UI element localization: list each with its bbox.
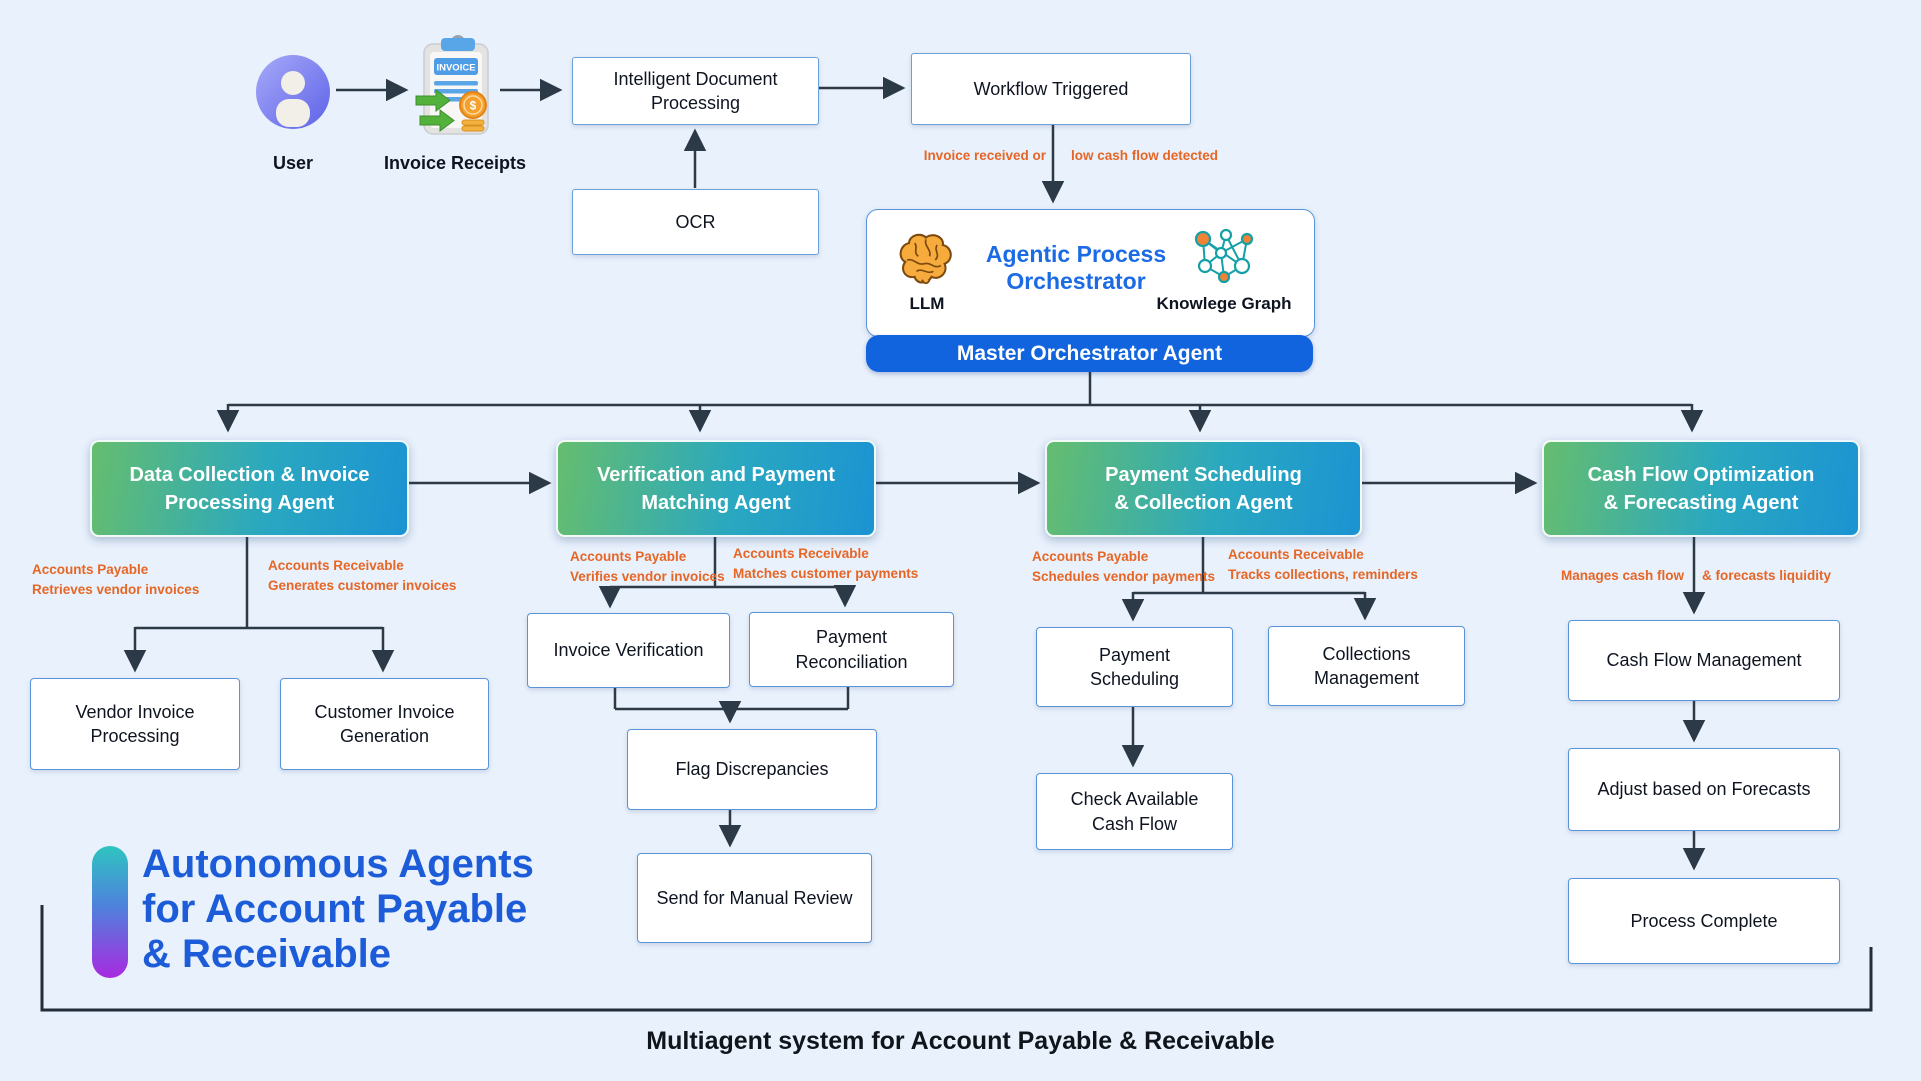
note-ar-generates: Accounts Receivable Generates customer i… bbox=[268, 558, 457, 593]
node-process-complete: Process Complete bbox=[1568, 878, 1840, 964]
node-cash-flow-management: Cash Flow Management bbox=[1568, 620, 1840, 701]
node-invoice-verification: Invoice Verification bbox=[527, 613, 730, 688]
llm-label: LLM bbox=[909, 294, 945, 313]
user-icon bbox=[255, 54, 331, 130]
diagram-caption: Multiagent system for Account Payable & … bbox=[646, 1027, 1275, 1055]
node-intelligent-document-processing: Intelligent Document Processing bbox=[572, 57, 819, 125]
brain-icon bbox=[894, 229, 954, 291]
node-vendor-invoice-processing: Vendor Invoice Processing bbox=[30, 678, 240, 770]
trigger-note-right: low cash flow detected bbox=[1071, 148, 1219, 163]
node-customer-invoice-generation: Customer Invoice Generation bbox=[280, 678, 489, 770]
node-adjust-based-on-forecasts: Adjust based on Forecasts bbox=[1568, 748, 1840, 831]
master-orchestrator-banner: Master Orchestrator Agent bbox=[866, 335, 1313, 372]
diagram-title: Autonomous Agents for Account Payable & … bbox=[142, 842, 534, 976]
agent-cash-flow-optimization: Cash Flow Optimization & Forecasting Age… bbox=[1542, 440, 1860, 537]
node-collections-management: Collections Management bbox=[1268, 626, 1465, 706]
node-send-manual-review: Send for Manual Review bbox=[637, 853, 872, 943]
invoice-receipts-icon: INVOICE $ bbox=[414, 34, 496, 140]
node-workflow-triggered: Workflow Triggered bbox=[911, 53, 1191, 125]
note-ar-tracks: Accounts Receivable Tracks collections, … bbox=[1228, 547, 1418, 582]
node-flag-discrepancies: Flag Discrepancies bbox=[627, 729, 877, 810]
node-payment-scheduling: Payment Scheduling bbox=[1036, 627, 1233, 707]
trigger-note-left: Invoice received or bbox=[923, 148, 1046, 163]
knowledge-graph-label: Knowlege Graph bbox=[1156, 294, 1292, 313]
agent-verification-matching: Verification and Payment Matching Agent bbox=[556, 440, 876, 537]
node-check-available-cash-flow: Check Available Cash Flow bbox=[1036, 773, 1233, 850]
user-label: User bbox=[272, 153, 314, 173]
note-ar-matches: Accounts Receivable Matches customer pay… bbox=[733, 546, 919, 581]
agent-payment-scheduling: Payment Scheduling & Collection Agent bbox=[1045, 440, 1362, 537]
note-forecasts-liquidity: & forecasts liquidity bbox=[1702, 568, 1832, 583]
note-manages-cash-flow: Manages cash flow bbox=[1560, 568, 1684, 583]
title-gradient-bar bbox=[92, 846, 128, 978]
note-ap-verifies: Accounts Payable Verifies vendor invoice… bbox=[570, 549, 725, 584]
note-ap-schedules: Accounts Payable Schedules vendor paymen… bbox=[1032, 549, 1216, 584]
note-ap-retrieves: Accounts Payable Retrieves vendor invoic… bbox=[32, 562, 200, 597]
agent-data-collection: Data Collection & Invoice Processing Age… bbox=[90, 440, 409, 537]
invoice-badge-text: INVOICE bbox=[436, 63, 475, 74]
node-payment-reconciliation: Payment Reconciliation bbox=[749, 612, 954, 687]
orchestrator-heading: Agentic Process Orchestrator bbox=[985, 241, 1167, 294]
network-graph-icon bbox=[1190, 226, 1256, 286]
node-ocr: OCR bbox=[572, 189, 819, 255]
coin-symbol: $ bbox=[470, 99, 477, 113]
invoice-receipts-label: Invoice Receipts bbox=[383, 153, 527, 173]
